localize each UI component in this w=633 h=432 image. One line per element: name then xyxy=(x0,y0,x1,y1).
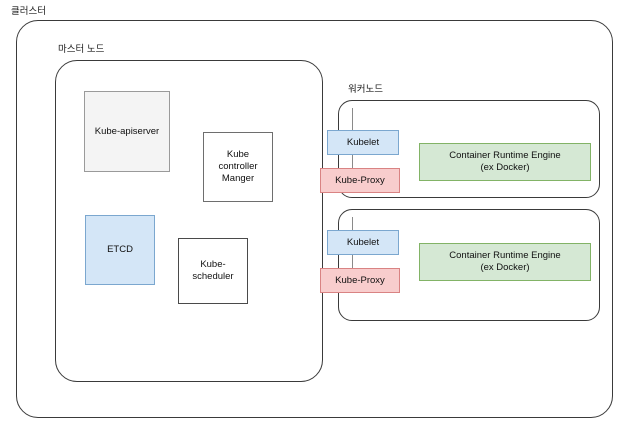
worker-node-1-container-runtime-label-line1: Container Runtime Engine xyxy=(449,150,561,162)
worker-node-1-kubelet-label: Kubelet xyxy=(346,136,380,148)
cluster-boundary xyxy=(16,20,613,418)
kube-apiserver-label: Kube-apiserver xyxy=(94,125,160,137)
etcd-box: ETCD xyxy=(85,215,155,285)
kube-controller-manager-label-line1: Kube xyxy=(226,149,250,161)
worker-node-1-container-runtime-label-line2: (ex Docker) xyxy=(480,162,530,173)
worker-node-1-kubelet-box: Kubelet xyxy=(327,130,399,155)
kube-controller-manager-box: Kube controller Manger xyxy=(203,132,273,202)
worker-node-2-kube-proxy-label: Kube-Proxy xyxy=(335,274,385,286)
kube-scheduler-label-line1: Kube- xyxy=(200,259,226,271)
kube-scheduler-box: Kube- scheduler xyxy=(178,238,248,304)
master-node-label: 마스터 노드 xyxy=(58,44,105,55)
etcd-label: ETCD xyxy=(107,244,133,256)
worker-node-2-container-runtime-label-line2: (ex Docker) xyxy=(480,262,530,273)
worker-node-2-kubelet-label: Kubelet xyxy=(346,236,380,248)
worker-node-1-container-runtime-box: Container Runtime Engine (ex Docker) xyxy=(419,143,591,181)
kube-scheduler-label-line2: scheduler xyxy=(192,271,234,282)
kube-controller-manager-label-line2: controller xyxy=(218,161,258,173)
cluster-label: 클러스터 xyxy=(11,6,46,17)
kube-controller-manager-label-line3: Manger xyxy=(221,172,255,184)
worker-node-label: 워커노드 xyxy=(348,84,383,95)
kube-apiserver-box: Kube-apiserver xyxy=(84,91,170,172)
worker-node-2-boundary xyxy=(338,209,600,321)
worker-node-2-kube-proxy-box: Kube-Proxy xyxy=(320,268,400,293)
worker-node-2-container-runtime-box: Container Runtime Engine (ex Docker) xyxy=(419,243,591,281)
worker-node-2-kubelet-box: Kubelet xyxy=(327,230,399,255)
worker-node-1-kube-proxy-label: Kube-Proxy xyxy=(335,174,385,186)
master-node-boundary xyxy=(55,60,323,382)
worker-node-2-container-runtime-label-line1: Container Runtime Engine xyxy=(449,250,561,262)
worker-node-1-kube-proxy-box: Kube-Proxy xyxy=(320,168,400,193)
